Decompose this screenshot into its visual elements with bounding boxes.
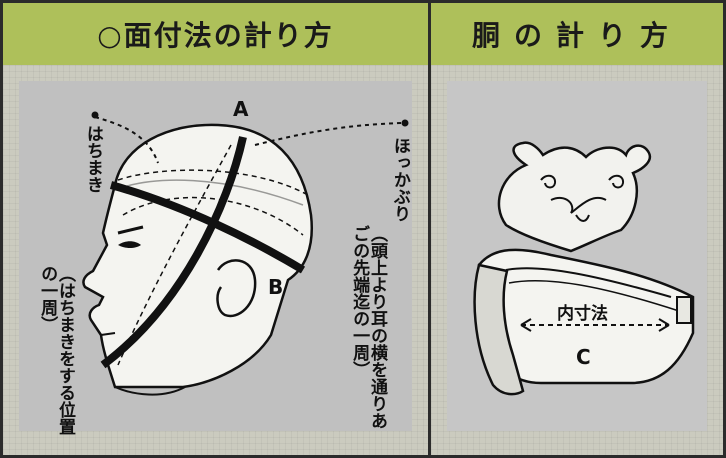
hokkaburi-label: ほっかぶり [389, 137, 410, 222]
right-section-title: 胴の計り方 [431, 3, 723, 68]
inner-dimension-label: 内寸法 [557, 304, 608, 324]
hachimaki-position-note: （はちまきをする位置の一周） [37, 265, 75, 435]
head-diagram [82, 111, 409, 396]
dou-body [477, 248, 695, 385]
ear [216, 259, 257, 318]
dou-chest-plate [497, 141, 652, 253]
mask-measurement-panel: A B はちまき ほっかぶり （はちまきをする位置の一周） （頭上より耳の横を通… [3, 65, 428, 455]
dou-diagram [473, 141, 695, 396]
dou-side-flap [473, 263, 525, 396]
hachimaki-label: はちまき [82, 125, 103, 193]
section-divider [428, 3, 431, 455]
label-c: C [576, 345, 591, 369]
left-section-title: ○面付法の計り方 [3, 3, 428, 68]
dou-measurement-panel: 内寸法 C [431, 65, 723, 455]
head-loop-line [100, 136, 247, 369]
label-a: A [233, 97, 249, 121]
head-loop-note: （頭上より耳の横を通りあごの先端迄の一周） [349, 225, 387, 429]
label-b: B [268, 275, 284, 299]
